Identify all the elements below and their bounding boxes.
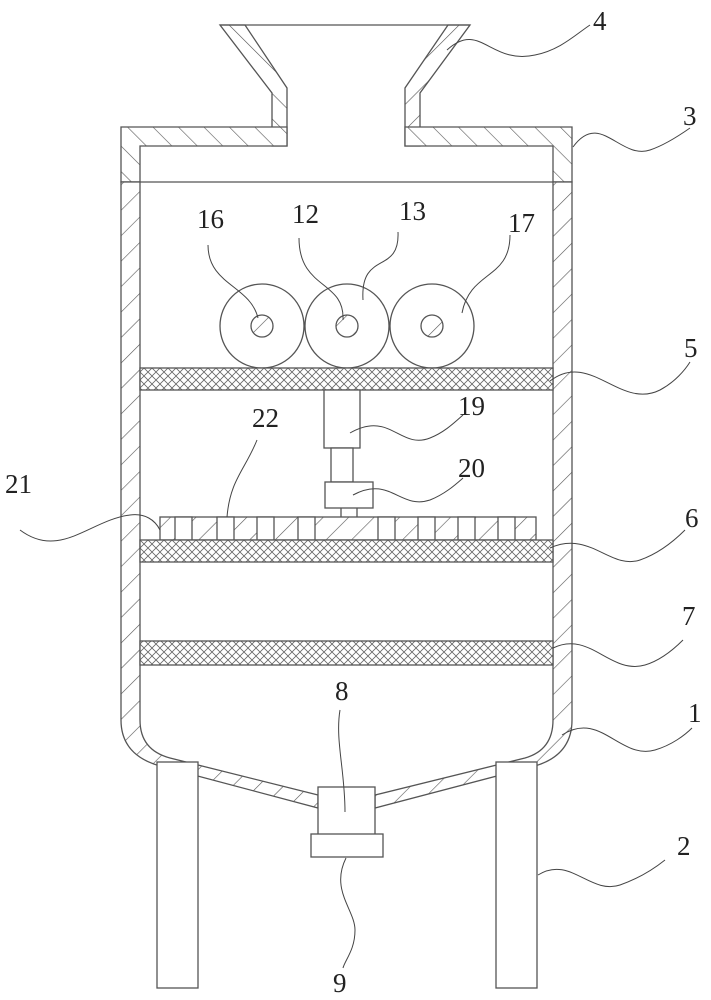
support-leg-right bbox=[495, 761, 538, 989]
label-8: 8 bbox=[335, 676, 349, 706]
label-3: 3 bbox=[683, 101, 697, 131]
top-cover bbox=[120, 126, 573, 183]
reference-labels: 4 3 16 12 13 17 5 19 22 20 21 6 7 8 1 2 … bbox=[5, 6, 702, 998]
shaft-12 bbox=[335, 314, 359, 338]
slot-22 bbox=[377, 516, 396, 541]
shaft-16 bbox=[250, 314, 274, 338]
drive-assembly bbox=[323, 389, 374, 517]
slot-22 bbox=[417, 516, 436, 541]
filter-screen-6 bbox=[139, 539, 554, 563]
slot-22 bbox=[457, 516, 476, 541]
label-19: 19 bbox=[458, 391, 485, 421]
piston-rod bbox=[330, 447, 354, 483]
slot-22 bbox=[174, 516, 193, 541]
label-1: 1 bbox=[688, 698, 702, 728]
label-5: 5 bbox=[684, 333, 698, 363]
label-21: 21 bbox=[5, 469, 32, 499]
cylinder-19 bbox=[323, 389, 361, 449]
label-17: 17 bbox=[508, 208, 535, 238]
slot-22 bbox=[256, 516, 275, 541]
valve-9 bbox=[310, 833, 384, 858]
motor-20 bbox=[324, 481, 374, 509]
shaft-17 bbox=[420, 314, 444, 338]
slot-22 bbox=[216, 516, 235, 541]
label-7: 7 bbox=[682, 601, 696, 631]
filter-screen-5 bbox=[139, 367, 554, 391]
label-9: 9 bbox=[333, 968, 347, 998]
support-leg-left bbox=[156, 761, 199, 989]
leader-lines bbox=[19, 24, 693, 969]
filter-screen-7 bbox=[139, 640, 554, 666]
label-16: 16 bbox=[197, 204, 224, 234]
label-12: 12 bbox=[292, 199, 319, 229]
label-6: 6 bbox=[685, 503, 699, 533]
label-22: 22 bbox=[252, 403, 279, 433]
label-13: 13 bbox=[399, 196, 426, 226]
discharge-pipe-8 bbox=[317, 786, 376, 836]
scraper-plate-21 bbox=[159, 516, 537, 541]
slot-22 bbox=[497, 516, 516, 541]
crushing-rollers bbox=[219, 283, 475, 369]
label-20: 20 bbox=[458, 453, 485, 483]
label-2: 2 bbox=[677, 831, 691, 861]
slot-22 bbox=[297, 516, 316, 541]
label-4: 4 bbox=[593, 6, 607, 36]
